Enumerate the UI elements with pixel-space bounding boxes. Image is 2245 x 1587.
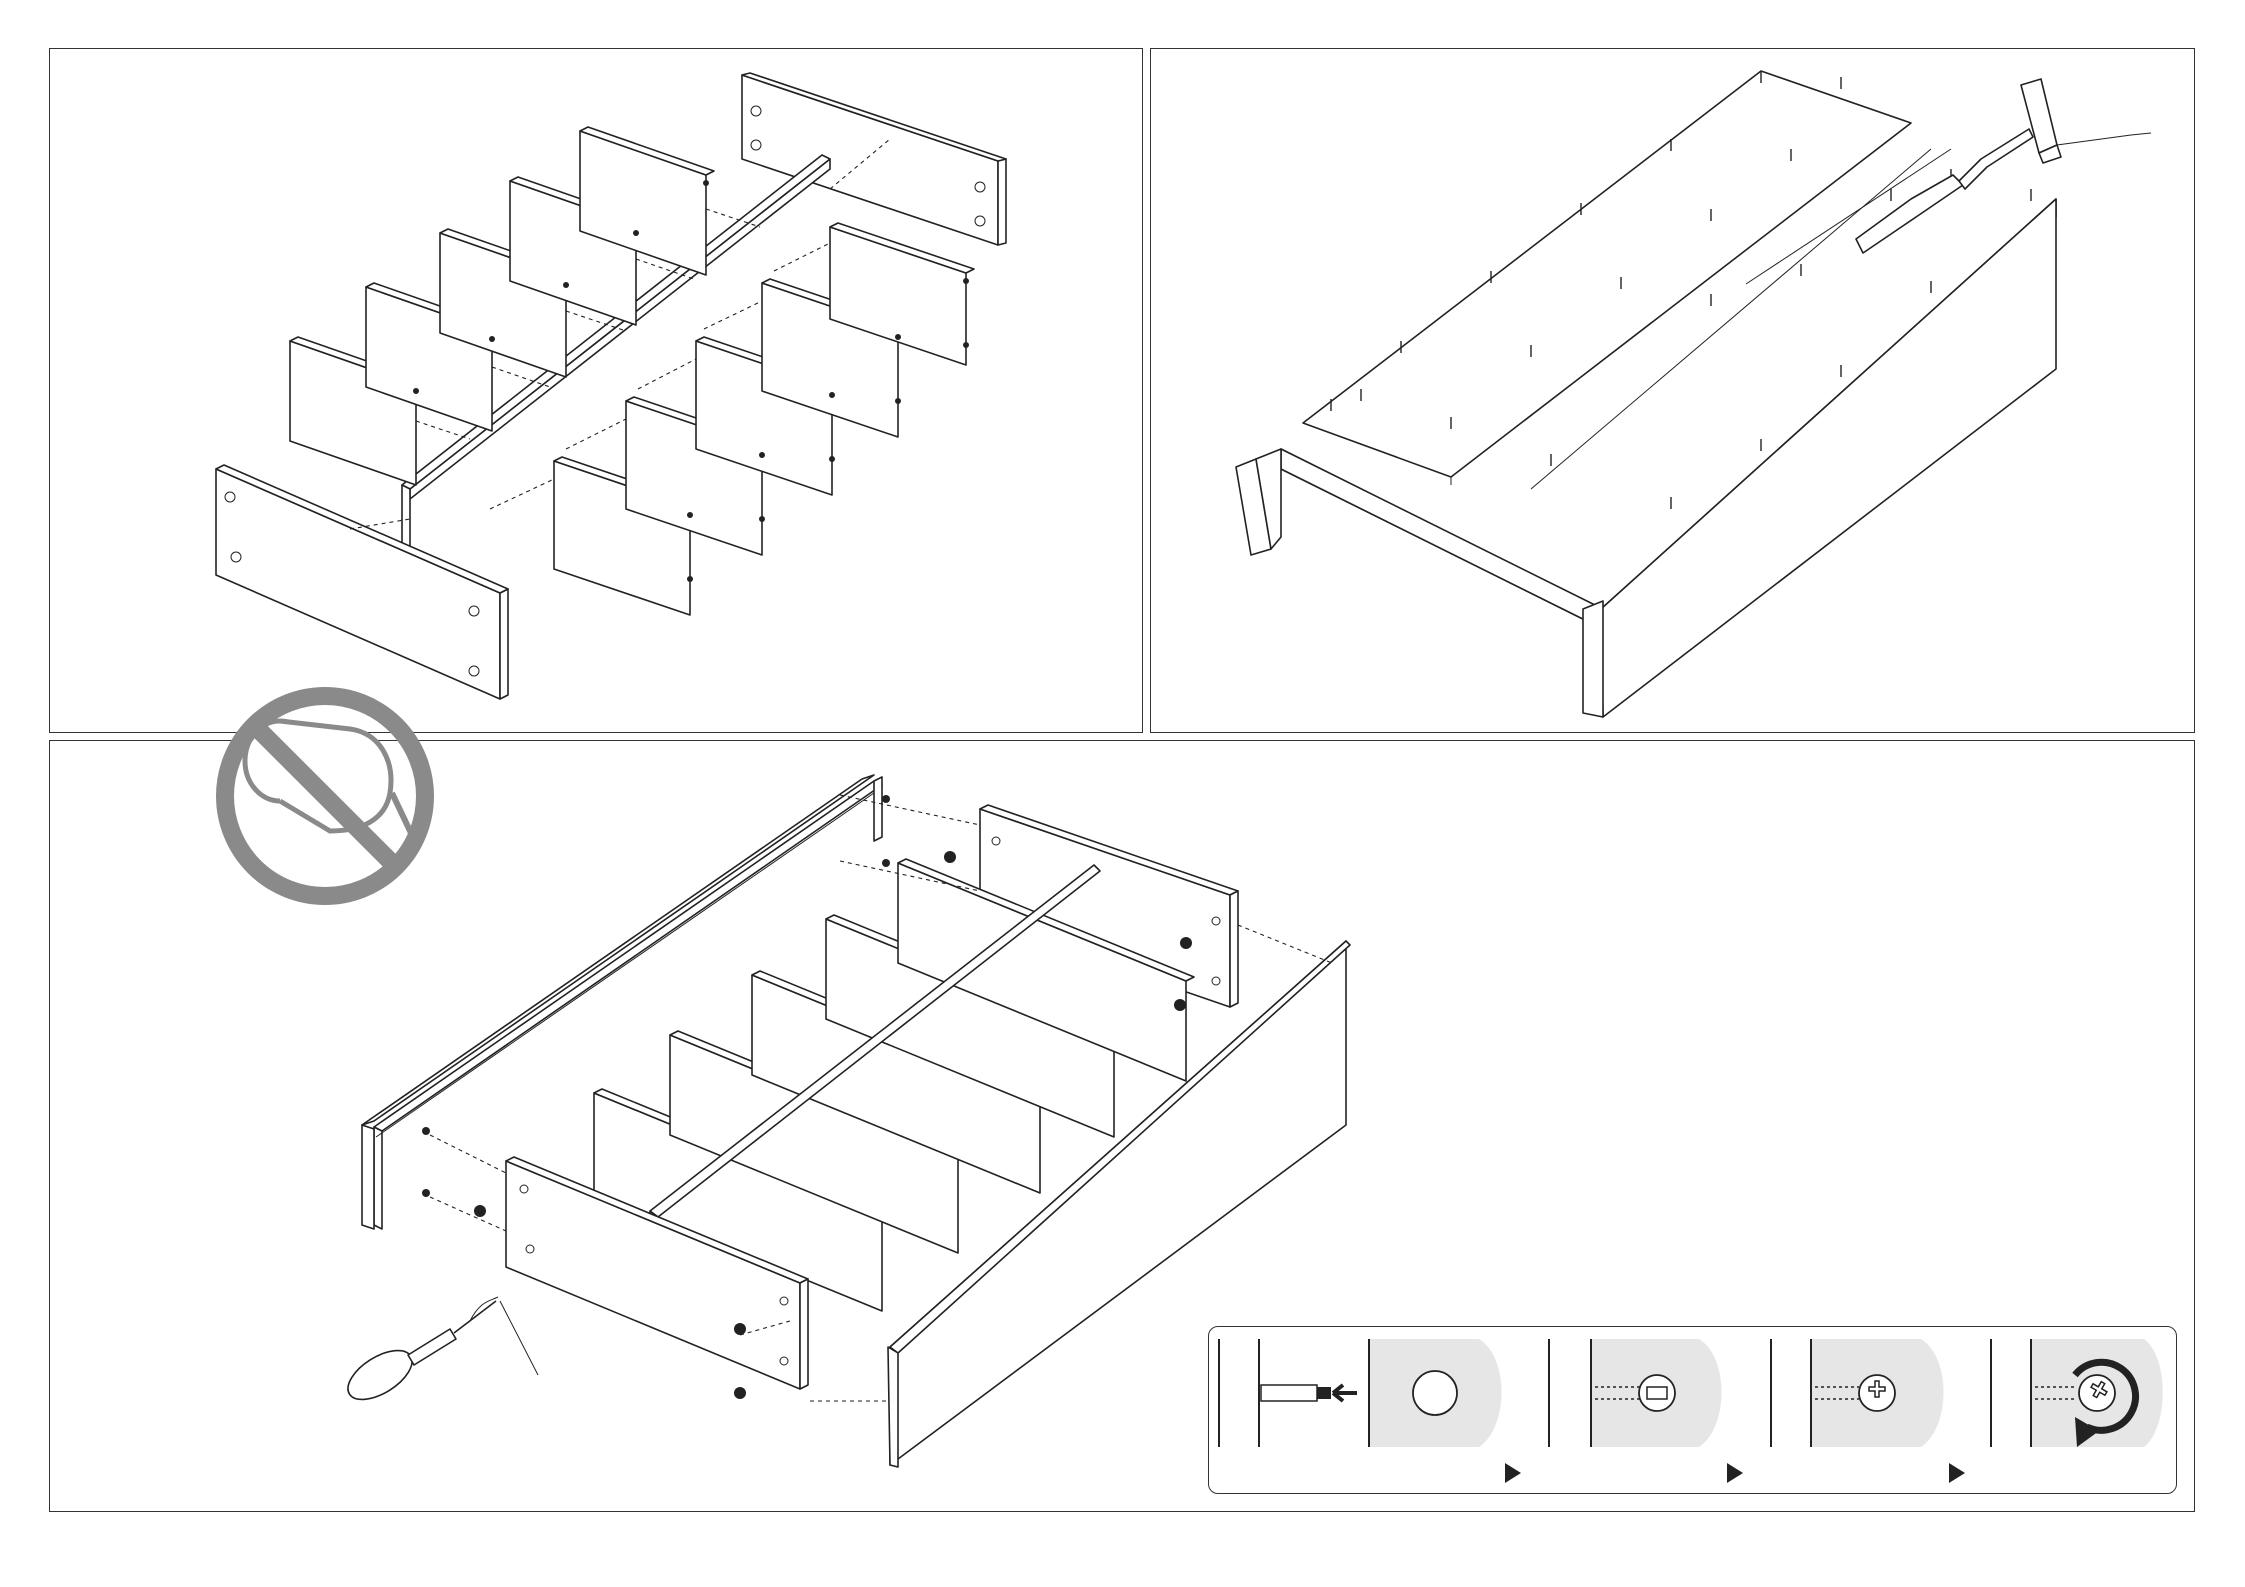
frame-turn-cam xyxy=(1991,1339,2163,1447)
panel-step-assemble-dividers xyxy=(49,48,1143,733)
no-glue-icon xyxy=(210,681,440,911)
hammer-and-nails-drawing xyxy=(1151,49,2196,734)
glue-bottle-icon xyxy=(210,681,440,911)
front-board xyxy=(216,465,508,699)
back-board xyxy=(742,73,1006,245)
divider-grid-exploded-drawing xyxy=(50,49,1144,734)
cam-lock-sequence xyxy=(1208,1326,2177,1494)
play-triangle-icon xyxy=(1505,1463,1521,1483)
panel-step-nail-back-panel xyxy=(1150,48,2195,733)
frame-insert-cam xyxy=(1369,1339,1521,1483)
frame-seat-cam xyxy=(1771,1339,1965,1483)
play-triangle-icon xyxy=(1949,1463,1965,1483)
play-triangle-icon xyxy=(1727,1463,1743,1483)
screwdriver xyxy=(340,1297,538,1409)
frame-align-cam xyxy=(1549,1339,1743,1483)
frame-insert-dowel xyxy=(1219,1339,1359,1447)
panel-step-attach-to-frame xyxy=(49,740,2195,1512)
cam-lock-frames xyxy=(1209,1327,2176,1493)
